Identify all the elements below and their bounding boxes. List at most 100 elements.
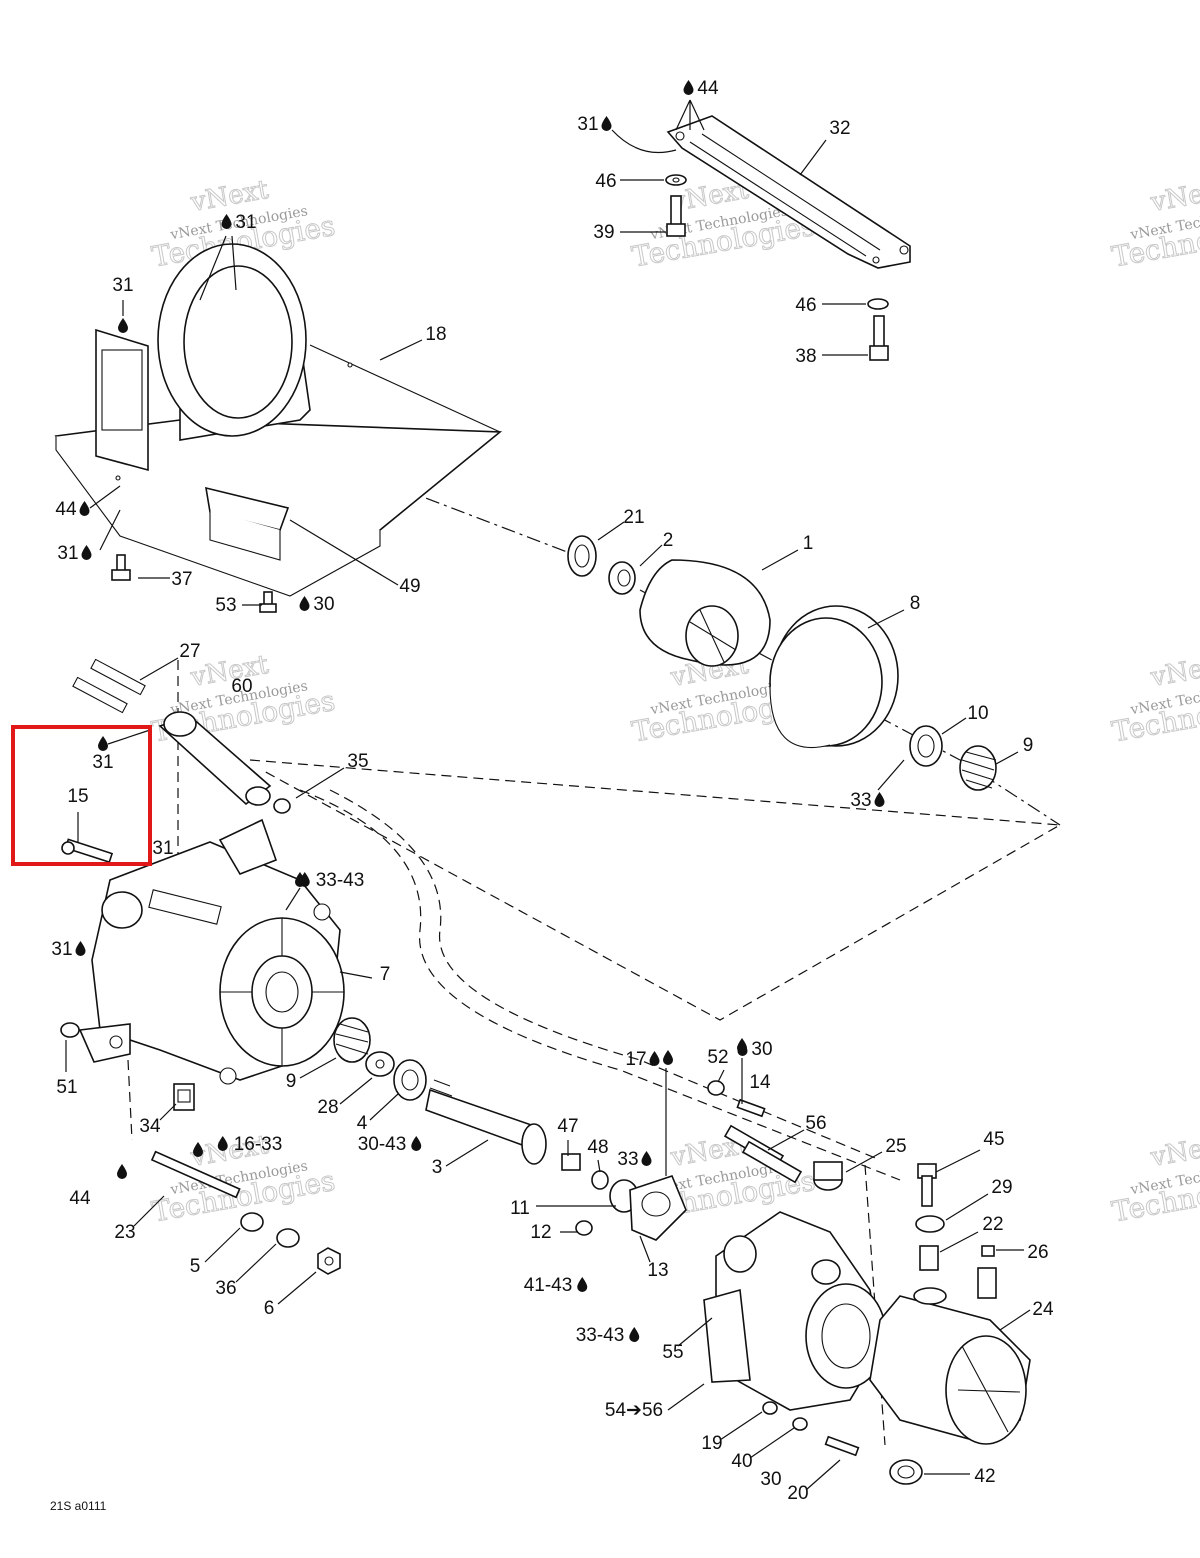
washer-46-top [665, 174, 687, 186]
callout-c33b: 33 [617, 1149, 638, 1170]
watermark-line1: vNext [1148, 1130, 1200, 1173]
callout-c5456: 54➔56 [605, 1400, 663, 1421]
venturi-55 [703, 1211, 887, 1411]
callout-c38: 38 [795, 346, 816, 367]
callout-c6: 6 [264, 1298, 275, 1319]
callout-c34: 34 [139, 1116, 161, 1137]
callout-c36: 36 [215, 1278, 236, 1299]
highlight-box [11, 725, 152, 866]
bushing-25 [813, 1161, 843, 1191]
cap-2 [608, 561, 636, 595]
callout-c31e: 31 [92, 752, 113, 773]
seal-21 [567, 535, 597, 577]
bearing-9-right [959, 745, 997, 791]
callout-c31c: 31 [112, 275, 133, 296]
callout-c9a: 9 [1023, 735, 1034, 756]
callout-c24: 24 [1032, 1299, 1054, 1320]
nut-42 [889, 1459, 923, 1485]
callout-c42: 42 [974, 1466, 995, 1487]
callout-c53: 53 [215, 595, 236, 616]
pump-housing-7 [78, 818, 345, 1085]
callout-c1633: 16-33 [234, 1134, 283, 1155]
callout-c37: 37 [171, 569, 192, 590]
nut-6 [317, 1247, 341, 1275]
callout-c2: 2 [663, 530, 674, 551]
lubricant-drop-icon [117, 1164, 127, 1179]
callout-c18: 18 [425, 324, 446, 345]
pin-15 [61, 838, 114, 864]
callout-c12: 12 [530, 1222, 551, 1243]
callout-c10: 10 [967, 703, 988, 724]
callout-c4: 4 [357, 1113, 368, 1134]
bearing-9-left [333, 1017, 371, 1063]
bushing-22 [919, 1245, 939, 1271]
washer-40 [792, 1417, 808, 1431]
cover-13 [629, 1175, 687, 1241]
bolt-45 [917, 1163, 937, 1207]
callout-c31f: 31 [152, 838, 173, 859]
callout-c30a: 30 [313, 594, 334, 615]
thrust-bearing-4 [393, 1059, 427, 1101]
callout-c5: 5 [190, 1256, 201, 1277]
bolt-14 [736, 1098, 766, 1118]
callout-c22: 22 [982, 1214, 1003, 1235]
callout-c33a: 33 [850, 790, 871, 811]
washer-19 [762, 1401, 778, 1415]
watermark-line1: vNext [1148, 650, 1200, 693]
lubricant-drop-icon [641, 1151, 652, 1166]
callout-c56a: 56 [805, 1113, 826, 1134]
wear-ring-8 [769, 605, 899, 749]
callout-c49: 49 [399, 576, 420, 597]
callout-c4143: 41-43 [524, 1275, 573, 1296]
fitting-12 [575, 1220, 593, 1236]
lubricant-drop-icon [649, 1051, 660, 1066]
lubricant-drop-icon [118, 318, 128, 333]
callout-c30b: 30 [751, 1039, 772, 1060]
washer-36 [276, 1228, 300, 1248]
callout-c17: 17 [625, 1049, 646, 1070]
callout-c19: 19 [701, 1433, 722, 1454]
lubricant-drop-icon [295, 872, 305, 887]
callout-c20: 20 [787, 1483, 808, 1504]
callout-c3343a: 33-43 [316, 870, 365, 891]
callout-c45: 45 [983, 1129, 1004, 1150]
callout-c31g: 31 [51, 939, 72, 960]
screw-53 [259, 591, 277, 613]
washer-51 [60, 1022, 80, 1038]
stud-23 [150, 1150, 241, 1199]
lubricant-drop-icon [411, 1136, 422, 1151]
callout-c48: 48 [587, 1137, 608, 1158]
screw-39 [666, 195, 686, 237]
spring-48 [591, 1170, 609, 1190]
lubricant-drop-icon [663, 1050, 673, 1065]
screw-38 [869, 315, 889, 361]
washer-29 [915, 1215, 945, 1233]
callout-c40: 40 [731, 1451, 752, 1472]
lubricant-drop-icon [98, 736, 108, 751]
callout-c21: 21 [623, 507, 644, 528]
callout-c31a: 31 [577, 114, 598, 135]
callout-c13: 13 [647, 1260, 668, 1281]
drive-shaft-3 [425, 1079, 547, 1165]
lubricant-drop-icon [217, 1136, 228, 1151]
callout-c28: 28 [317, 1097, 338, 1118]
callout-c3043: 30-43 [358, 1134, 407, 1155]
washer-5 [240, 1212, 264, 1232]
watermark-line1: vNext [1148, 175, 1200, 218]
lubricant-drop-icon [601, 116, 612, 131]
callout-c3: 3 [432, 1157, 443, 1178]
callout-c31d: 31 [57, 543, 78, 564]
callout-c30c: 30 [760, 1469, 781, 1490]
callout-c44a: 44 [697, 78, 719, 99]
drawing-code: 21S a0111 [50, 1499, 107, 1513]
impeller-1 [639, 559, 771, 667]
callout-c46b: 46 [795, 295, 816, 316]
callout-c27: 27 [179, 641, 200, 662]
washer-52 [707, 1080, 725, 1096]
o-ring-35 [273, 798, 291, 814]
callout-c60: 60 [231, 676, 252, 697]
callout-c35: 35 [347, 751, 368, 772]
